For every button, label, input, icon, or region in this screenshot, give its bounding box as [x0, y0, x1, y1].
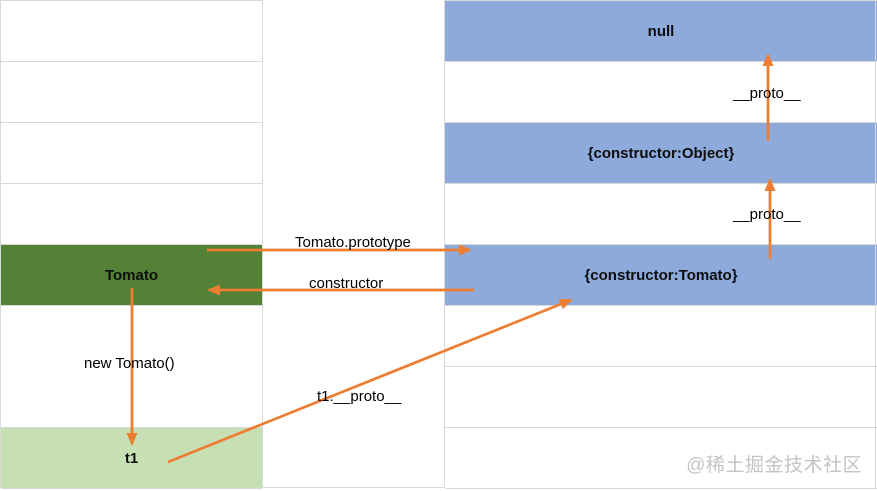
right-cell-empty-5	[445, 428, 877, 489]
left-table: Tomato t1	[0, 0, 263, 489]
left-cell-empty-4	[1, 184, 262, 245]
right-cell-empty-2	[445, 184, 877, 245]
left-cell-t1-instance: t1	[1, 428, 262, 489]
left-cell-empty-1	[1, 1, 262, 62]
right-cell-empty-3	[445, 306, 877, 367]
right-cell-tomato-prototype: {constructor:Tomato}	[445, 245, 877, 306]
label-tomato-prototype: Tomato.prototype	[295, 234, 411, 251]
right-cell-null: null	[445, 1, 877, 62]
left-cell-tomato-constructor: Tomato	[1, 245, 262, 306]
left-cell-empty-2	[1, 62, 262, 123]
right-cell-empty-1	[445, 62, 877, 123]
left-cell-empty-3	[1, 123, 262, 184]
label-proto-tomato-object: __proto__	[733, 206, 801, 223]
juejin-watermark: @稀土掘金技术社区	[686, 455, 862, 476]
right-cell-object-prototype: {constructor:Object}	[445, 123, 877, 184]
label-constructor: constructor	[309, 275, 384, 292]
middle-bottom-gridline	[263, 487, 444, 488]
right-table-inner-gridline	[875, 0, 876, 488]
label-new-tomato: new Tomato()	[84, 355, 175, 372]
right-cell-empty-4	[445, 367, 877, 428]
label-proto-object-null: __proto__	[733, 85, 801, 102]
right-table: null {constructor:Object} {constructor:T…	[444, 0, 877, 489]
label-t1-proto: t1.__proto__	[317, 388, 402, 405]
